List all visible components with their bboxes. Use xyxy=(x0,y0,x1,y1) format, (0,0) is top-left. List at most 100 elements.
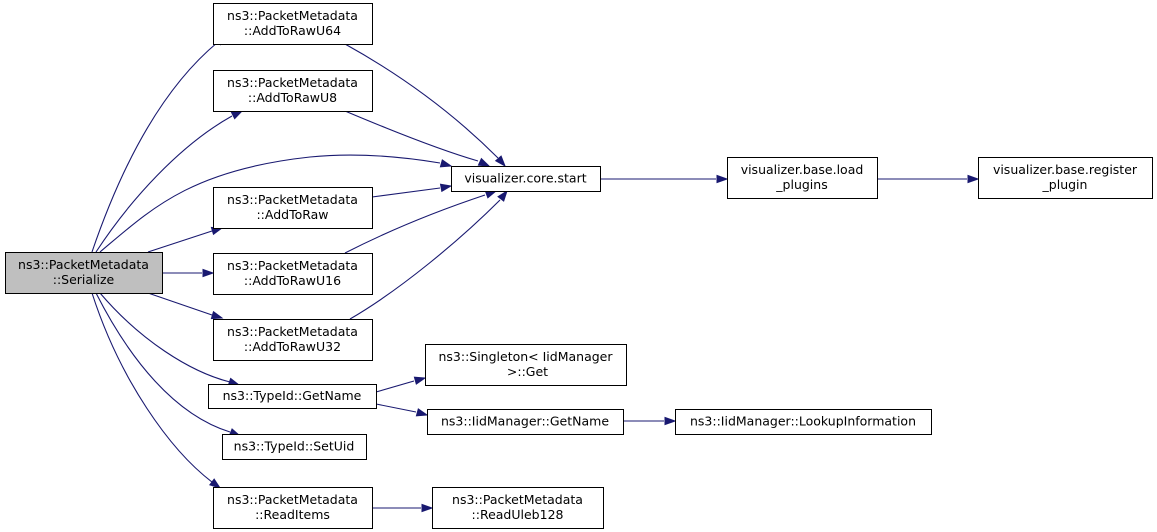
node-label-line: ::AddToRawU8 xyxy=(248,90,337,105)
node-box xyxy=(432,487,604,529)
edge-serialize-to-addtorawu16 xyxy=(162,268,215,278)
edge-line xyxy=(95,292,231,433)
node-singleton-get[interactable]: ns3::Singleton< IidManager >::Get xyxy=(425,344,627,386)
edge-serialize-to-addtorawu8 xyxy=(95,110,244,253)
node-label-line: _plugins xyxy=(775,177,827,192)
edge-line xyxy=(99,154,441,253)
edge-line xyxy=(371,187,441,198)
node-box xyxy=(451,166,601,192)
node-label-line: ::AddToRawU16 xyxy=(244,273,341,288)
edge-line xyxy=(95,115,233,253)
edge-line xyxy=(147,292,213,316)
node-label-line: ns3::PacketMetadata xyxy=(227,75,358,90)
edge-arrowhead xyxy=(716,174,729,184)
edge-arrowhead xyxy=(494,155,506,168)
edge-serialize-to-readitems xyxy=(91,292,222,489)
node-box xyxy=(5,252,163,294)
node-box xyxy=(427,409,624,435)
edge-line xyxy=(91,41,219,253)
node-addtorawu32[interactable]: ns3::PacketMetadata::AddToRawU32 xyxy=(213,319,373,361)
edge-addtorawu32-to-core-start xyxy=(349,189,508,320)
edge-arrowhead xyxy=(209,478,222,489)
node-serialize[interactable]: ns3::PacketMetadata::Serialize xyxy=(5,252,163,294)
node-label-line: visualizer.base.load xyxy=(741,162,864,177)
node-label-line: ::AddToRaw xyxy=(256,207,328,222)
node-core-start[interactable]: visualizer.core.start xyxy=(451,166,601,192)
edge-arrowhead xyxy=(484,190,498,199)
edge-arrowhead xyxy=(439,159,453,168)
node-box xyxy=(213,70,373,112)
edge-serialize-to-typeid-setuid xyxy=(95,292,242,437)
node-lookupinformation[interactable]: ns3::IidManager::LookupInformation xyxy=(675,409,932,435)
edge-serialize-to-core-start xyxy=(99,154,453,253)
node-load-plugins[interactable]: visualizer.base.load_plugins xyxy=(727,157,878,199)
node-addtorawu8[interactable]: ns3::PacketMetadata::AddToRawU8 xyxy=(213,70,373,112)
node-box xyxy=(727,157,878,199)
node-box xyxy=(208,384,377,409)
node-box xyxy=(222,434,367,460)
edge-serialize-to-addtorawu32 xyxy=(147,292,224,320)
edge-typeid-getname-to-iidmanager-getname xyxy=(375,403,429,417)
node-box xyxy=(213,187,373,229)
node-label-line: ns3::PacketMetadata xyxy=(227,492,358,507)
edge-addtorawu64-to-core-start xyxy=(344,43,506,168)
edge-serialize-to-addtorawu64 xyxy=(91,36,230,253)
node-box xyxy=(425,344,627,386)
node-box xyxy=(978,157,1153,199)
edge-line xyxy=(349,199,501,320)
node-typeid-getname[interactable]: ns3::TypeId::GetName xyxy=(208,384,377,409)
node-register-plugin[interactable]: visualizer.base.register_plugin xyxy=(978,157,1153,199)
edge-line xyxy=(99,292,231,383)
edge-arrowhead xyxy=(497,189,508,202)
edge-core-start-to-load-plugins xyxy=(600,174,729,184)
edge-line xyxy=(375,403,417,413)
node-addtorawu64[interactable]: ns3::PacketMetadata::AddToRawU64 xyxy=(213,3,373,45)
edge-readitems-to-readuleb128 xyxy=(372,503,434,513)
edge-typeid-getname-to-singleton-get xyxy=(375,376,427,393)
edge-addtorawu8-to-core-start xyxy=(344,110,491,167)
node-label-line: ns3::TypeId::SetUid xyxy=(234,439,355,454)
node-box xyxy=(213,3,373,45)
edge-line xyxy=(344,194,486,254)
node-addtorawu16[interactable]: ns3::PacketMetadata::AddToRawU16 xyxy=(213,253,373,295)
edge-serialize-to-addtoraw xyxy=(147,226,224,253)
edge-arrowhead xyxy=(230,110,244,120)
edge-arrowhead xyxy=(477,157,491,167)
node-label-line: ns3::Singleton< IidManager xyxy=(438,349,613,364)
edge-line xyxy=(375,380,415,393)
edge-arrowhead xyxy=(202,268,215,278)
node-label-line: visualizer.base.register xyxy=(993,162,1138,177)
node-readuleb128[interactable]: ns3::PacketMetadata::ReadUleb128 xyxy=(432,487,604,529)
node-addtoraw[interactable]: ns3::PacketMetadata::AddToRaw xyxy=(213,187,373,229)
node-label-line: ns3::TypeId::GetName xyxy=(223,388,362,403)
node-iidmanager-getname[interactable]: ns3::IidManager::GetName xyxy=(427,409,624,435)
node-label-line: ::ReadItems xyxy=(255,507,330,522)
node-label-line: ::AddToRawU32 xyxy=(244,339,341,354)
node-typeid-setuid[interactable]: ns3::TypeId::SetUid xyxy=(222,434,367,460)
node-label-line: ::Serialize xyxy=(53,272,115,287)
edge-line xyxy=(344,110,479,162)
node-label-line: _plugin xyxy=(1042,177,1088,192)
node-readitems[interactable]: ns3::PacketMetadata::ReadItems xyxy=(213,487,373,529)
node-label-line: ns3::PacketMetadata xyxy=(227,8,358,23)
node-label-line: ::ReadUleb128 xyxy=(472,507,564,522)
node-box xyxy=(213,253,373,295)
node-label-line: ns3::PacketMetadata xyxy=(227,324,358,339)
edge-line xyxy=(91,292,213,483)
node-box xyxy=(213,487,373,529)
edge-arrowhead xyxy=(210,310,224,320)
node-label-line: ns3::PacketMetadata xyxy=(227,192,358,207)
node-label-line: ns3::PacketMetadata xyxy=(452,492,583,507)
edge-arrowhead xyxy=(439,183,453,193)
node-box xyxy=(675,409,932,435)
node-label-line: ns3::PacketMetadata xyxy=(18,257,149,272)
edge-line xyxy=(344,43,499,159)
node-label-line: >::Get xyxy=(503,364,548,379)
edge-addtoraw-to-core-start xyxy=(371,183,453,198)
edge-arrowhead xyxy=(415,408,429,417)
node-label-line: ns3::PacketMetadata xyxy=(227,258,358,273)
node-label-line: ns3::IidManager::LookupInformation xyxy=(690,414,916,429)
edge-line xyxy=(147,230,213,253)
edge-load-plugins-to-register-plugin xyxy=(877,174,980,184)
edge-arrowhead xyxy=(967,174,980,184)
